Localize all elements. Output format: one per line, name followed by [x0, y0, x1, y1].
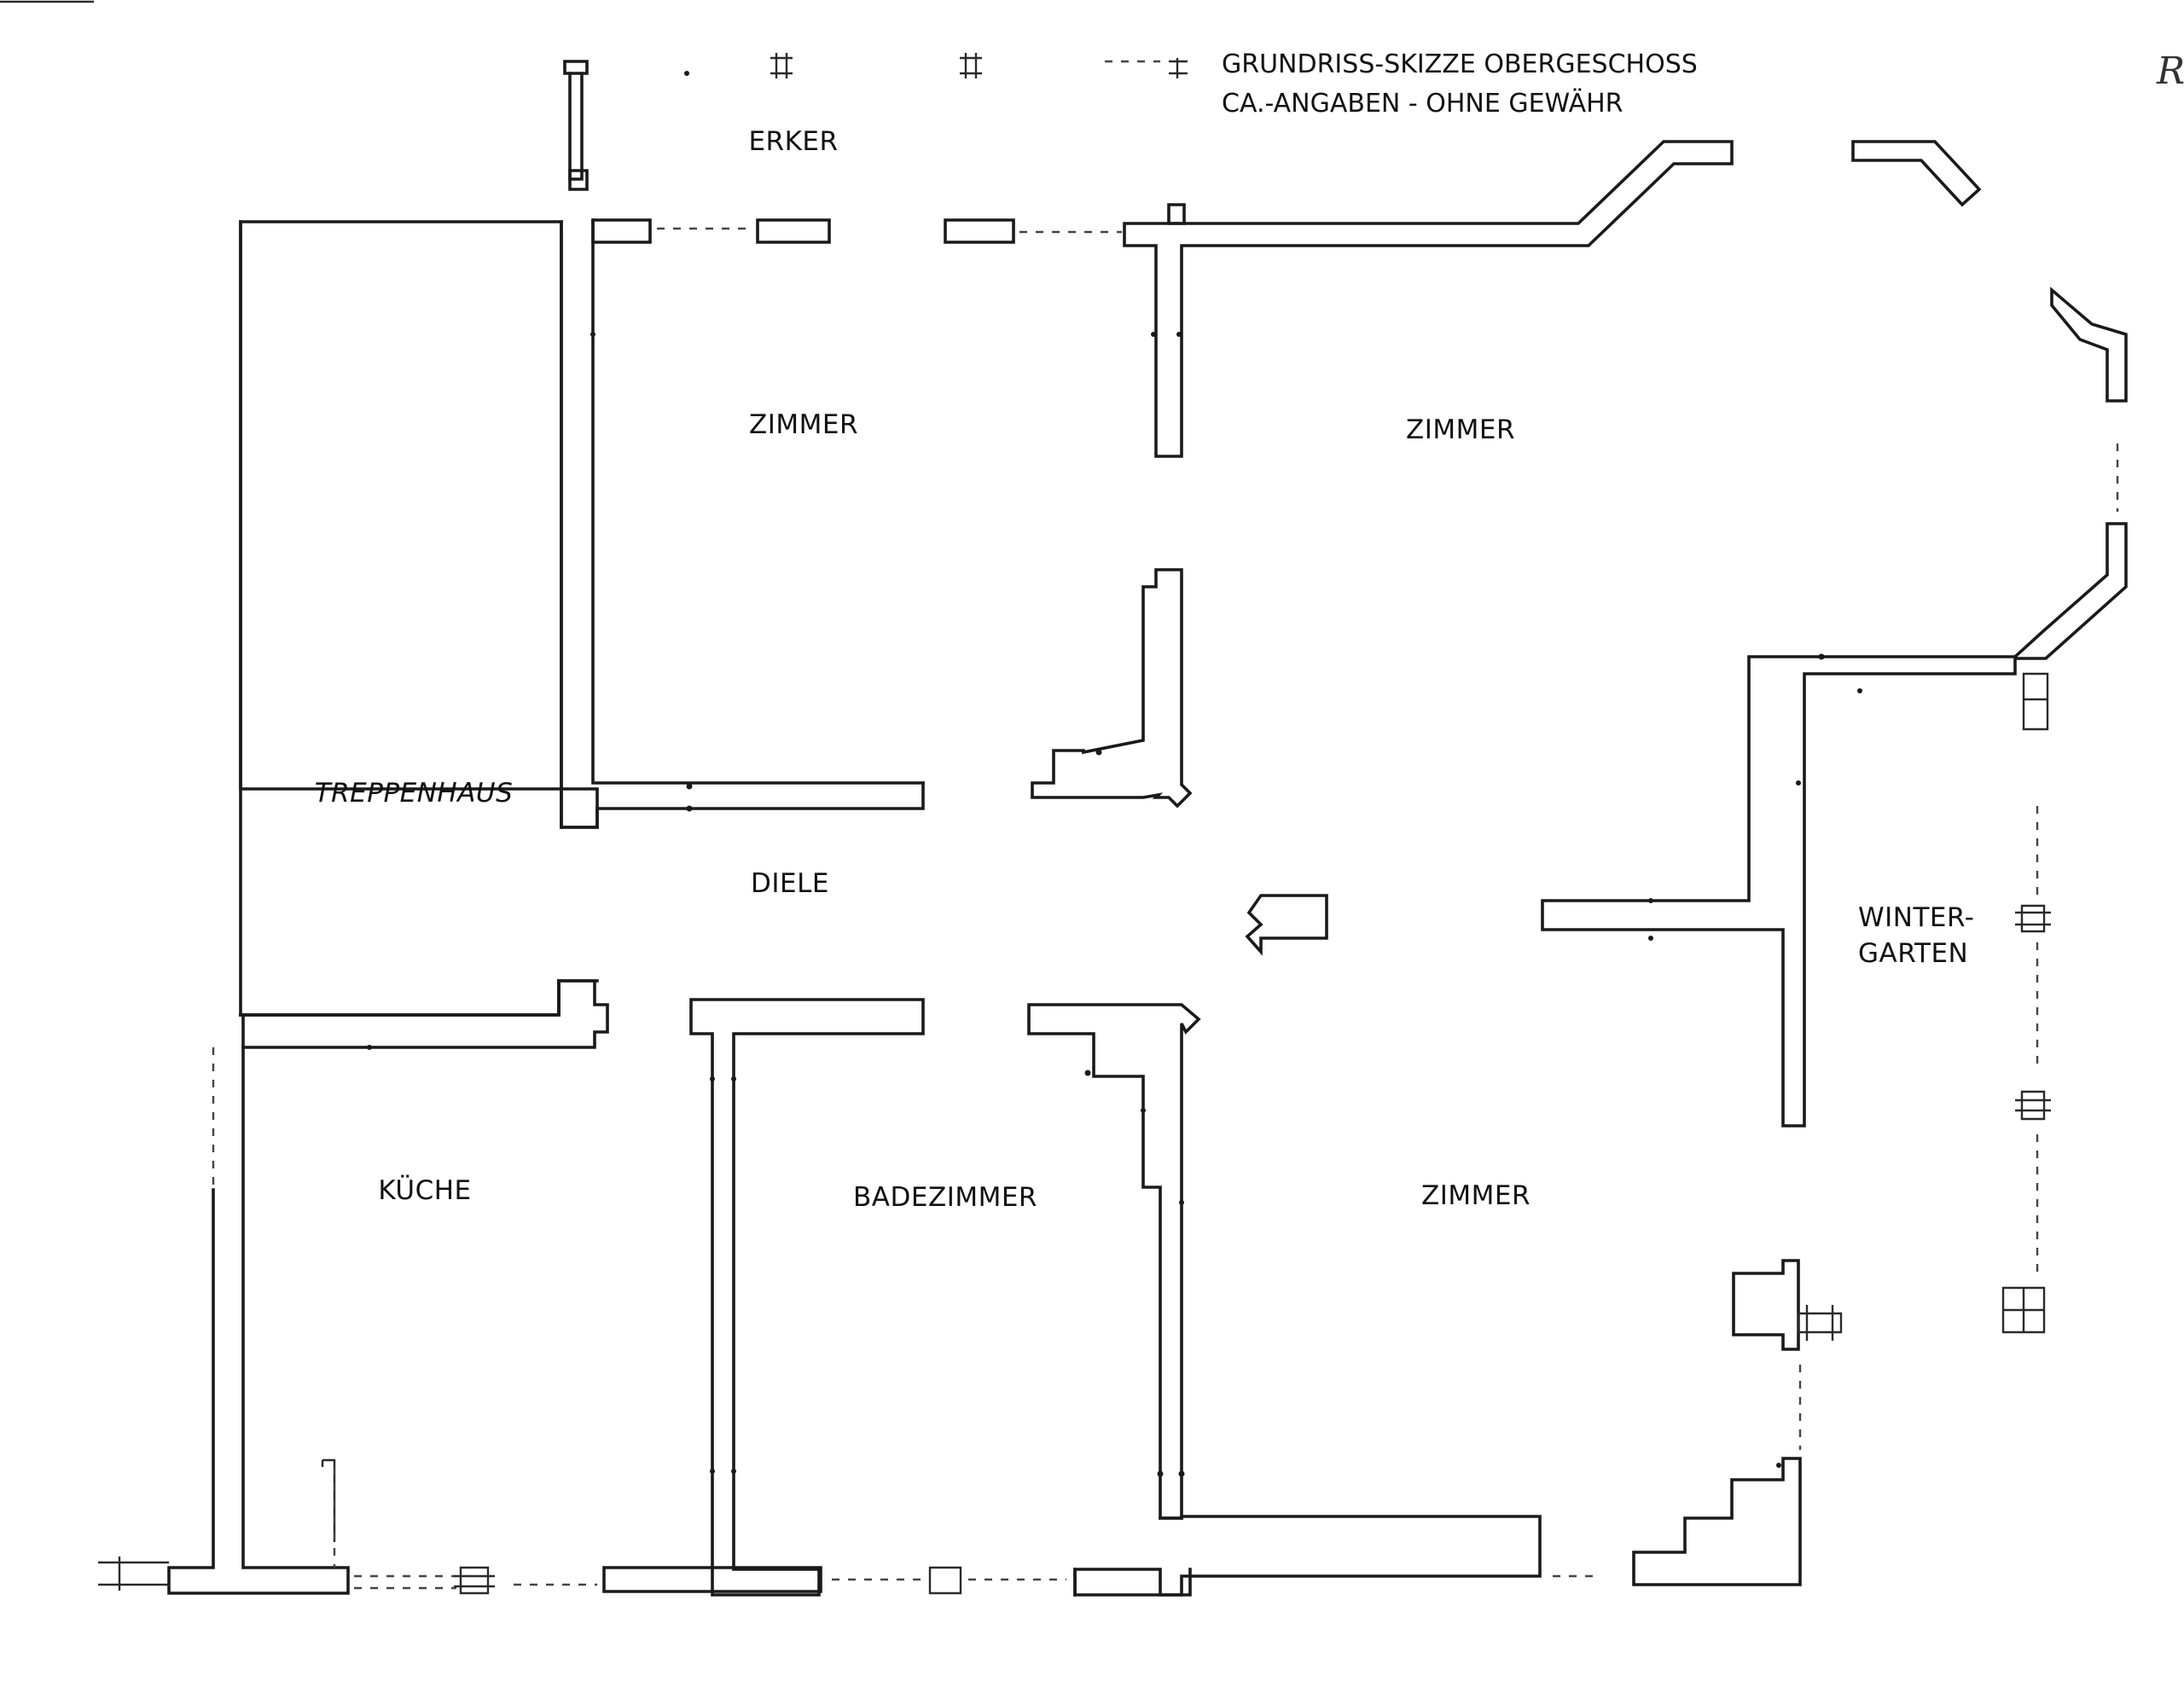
- room-label-wintergarten-line-2: GARTEN: [1858, 938, 1969, 969]
- erker-pillars: [563, 53, 1188, 191]
- room-label-kueche: KÜCHE: [378, 1175, 472, 1206]
- room-label-treppenhaus: TREPPENHAUS: [314, 778, 514, 809]
- bottom-wall-row: [354, 1566, 1600, 1595]
- bay-window-walls: [1541, 140, 2128, 1128]
- room-label-diele: DIELE: [751, 868, 829, 899]
- room-label-zimmer-top-right: ZIMMER: [1406, 415, 1515, 445]
- plan-title-line-1: GRUNDRISS-SKIZZE OBERGESCHOSS: [1222, 49, 1698, 79]
- diele-right-walls: [1031, 568, 1328, 956]
- plan-title-line-2: CA.-ANGABEN - OHNE GEWÄHR: [1222, 89, 1623, 119]
- wintergarten-glazing: [2001, 806, 2051, 1334]
- bottom-right-walls: [1632, 1259, 1843, 1586]
- signature-mark: R: [2157, 49, 2184, 93]
- room-label-badezimmer: BADEZIMMER: [853, 1182, 1037, 1213]
- room-label-zimmer-top-left: ZIMMER: [749, 409, 858, 440]
- wall-nodes: [367, 332, 1862, 1477]
- top-wall-row: [591, 140, 1734, 458]
- room-label-erker: ERKER: [748, 126, 839, 157]
- kueche-walls: [98, 979, 609, 1595]
- room-label-zimmer-bottom-right: ZIMMER: [1421, 1180, 1531, 1211]
- room-label-wintergarten-line-1: WINTER-: [1858, 902, 1975, 933]
- lower-walls: [689, 998, 1542, 1597]
